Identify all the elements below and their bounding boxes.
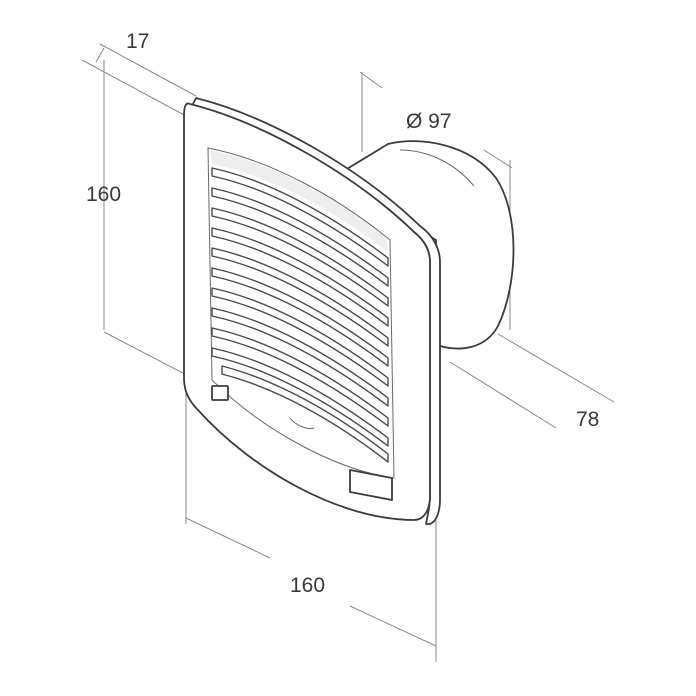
dim-label-front-depth: 17 [126,30,149,53]
dimension-lines [81,43,615,662]
dim-label-diameter: Ø 97 [406,110,452,133]
dim-label-width: 160 [290,574,325,597]
louvre-slats [211,167,389,463]
dim-label-total-depth: 78 [576,408,599,431]
grille-clip [289,417,315,429]
plate-details [211,385,393,501]
dim-label-height: 160 [86,183,121,206]
screw-cover-left [211,385,229,401]
screw-cover-right [349,469,393,501]
